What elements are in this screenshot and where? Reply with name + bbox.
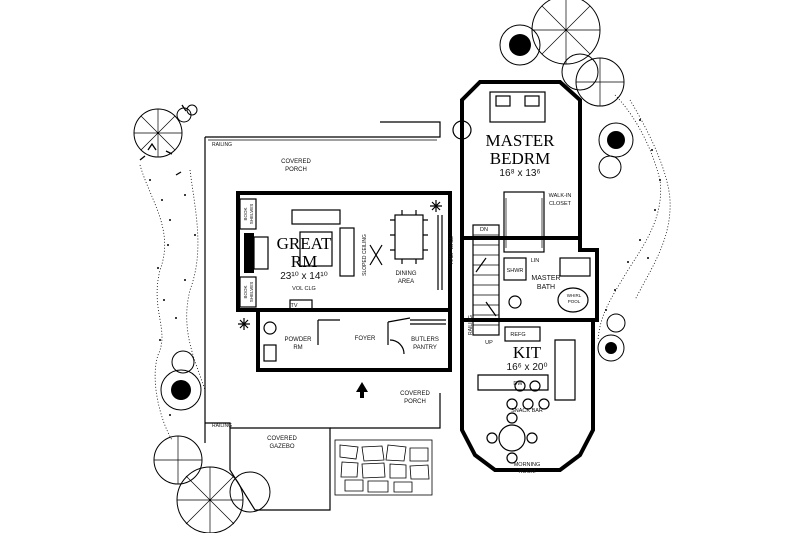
tree-bottom-left-3 xyxy=(229,471,271,513)
label-railing-left: RAILING xyxy=(212,423,232,429)
label-covered-gazebo-1: COVERED xyxy=(267,436,297,442)
label-master-bath-2: BATH xyxy=(537,284,555,291)
tree-top-right-3 xyxy=(561,53,625,107)
planting-beds xyxy=(139,94,671,441)
label-book-shelves-top-2: SHELVES xyxy=(249,204,254,224)
tree-right-3 xyxy=(597,334,625,362)
label-covered-porch-bottom-2: PORCH xyxy=(404,399,426,405)
landscape-trees xyxy=(133,0,634,533)
label-whirl-pool-1: WHIRL xyxy=(567,293,582,298)
label-dn: DN xyxy=(480,227,488,233)
label-book-shelves-bottom-1: BOOK xyxy=(243,285,248,298)
stone-walkway xyxy=(334,439,433,496)
label-great-rm-dim: 23¹⁰ x 14¹⁰ xyxy=(280,271,327,282)
label-dw: DW xyxy=(513,381,523,387)
label-lin: LIN xyxy=(531,258,540,264)
label-powder-rm-1: POWDER xyxy=(285,337,313,343)
label-covered-porch-bottom-1: COVERED xyxy=(400,391,430,397)
tree-bottom-left-2 xyxy=(176,466,244,533)
tree-left-1 xyxy=(133,108,183,158)
tree-top-right-1 xyxy=(531,0,601,65)
label-railing-top: RAILING xyxy=(212,142,232,148)
tree-left-3 xyxy=(160,350,202,411)
label-book-shelves-bottom-2: SHELVES xyxy=(249,282,254,302)
label-kit-dim: 16⁶ x 20⁰ xyxy=(507,362,548,373)
tree-right-4 xyxy=(606,313,626,333)
label-butlers-pantry-2: PANTRY xyxy=(413,345,437,351)
tree-right-1 xyxy=(598,122,634,158)
label-shwr: SHWR xyxy=(507,268,524,274)
label-butlers-pantry-1: BUTLERS xyxy=(411,337,439,343)
tree-left-2 xyxy=(176,104,198,123)
label-whirl-pool-2: POOL xyxy=(568,299,581,304)
label-master-bedrm-1: MASTER xyxy=(486,131,556,150)
label-dining-area-2: AREA xyxy=(398,279,414,285)
label-morning-room-2: ROOM xyxy=(518,469,536,475)
label-book-shelves-top-1: BOOK xyxy=(243,207,248,220)
label-refg: REFG xyxy=(510,332,525,338)
label-covered-porch-top-1: COVERED xyxy=(281,159,311,165)
label-sloped-ceiling: SLOPED CEILING xyxy=(362,234,368,276)
interior-details xyxy=(208,91,591,464)
label-vol-clg: VOL CLG xyxy=(292,286,316,292)
tree-top-right-2 xyxy=(499,24,541,66)
label-covered-porch-top-2: PORCH xyxy=(285,167,307,173)
label-railing-stair: RAILING xyxy=(468,315,474,335)
room-labels: MASTER BEDRM 16⁸ x 13⁶ GREAT RM 23¹⁰ x 1… xyxy=(212,131,582,475)
exterior-walls xyxy=(204,80,599,511)
label-dining-area-1: DINING xyxy=(396,271,417,277)
label-walk-in-closet-2: CLOSET xyxy=(549,201,572,207)
label-tv: TV xyxy=(290,303,297,309)
label-foyer: FOYER xyxy=(355,336,376,342)
label-kit: KIT xyxy=(513,343,542,362)
label-morning-room-1: MORNING xyxy=(514,462,541,468)
label-master-bedrm-2: BEDRM xyxy=(490,149,550,168)
label-half-wall: HALF-WALL xyxy=(449,236,455,264)
tree-right-2 xyxy=(598,155,622,179)
label-powder-rm-2: RM xyxy=(293,345,302,351)
label-covered-gazebo-2: GAZEBO xyxy=(269,444,294,450)
label-walk-in-closet-1: WALK-IN xyxy=(549,193,572,199)
label-master-bath-1: MASTER xyxy=(531,275,560,282)
label-master-bedrm-dim: 16⁸ x 13⁶ xyxy=(499,168,540,179)
label-up: UP xyxy=(485,340,493,346)
label-great-rm-1: GREAT xyxy=(277,234,332,253)
label-great-rm-2: RM xyxy=(291,252,317,271)
label-snack-bar: SNACK BAR xyxy=(511,408,543,414)
tree-bottom-left-1 xyxy=(153,435,203,485)
